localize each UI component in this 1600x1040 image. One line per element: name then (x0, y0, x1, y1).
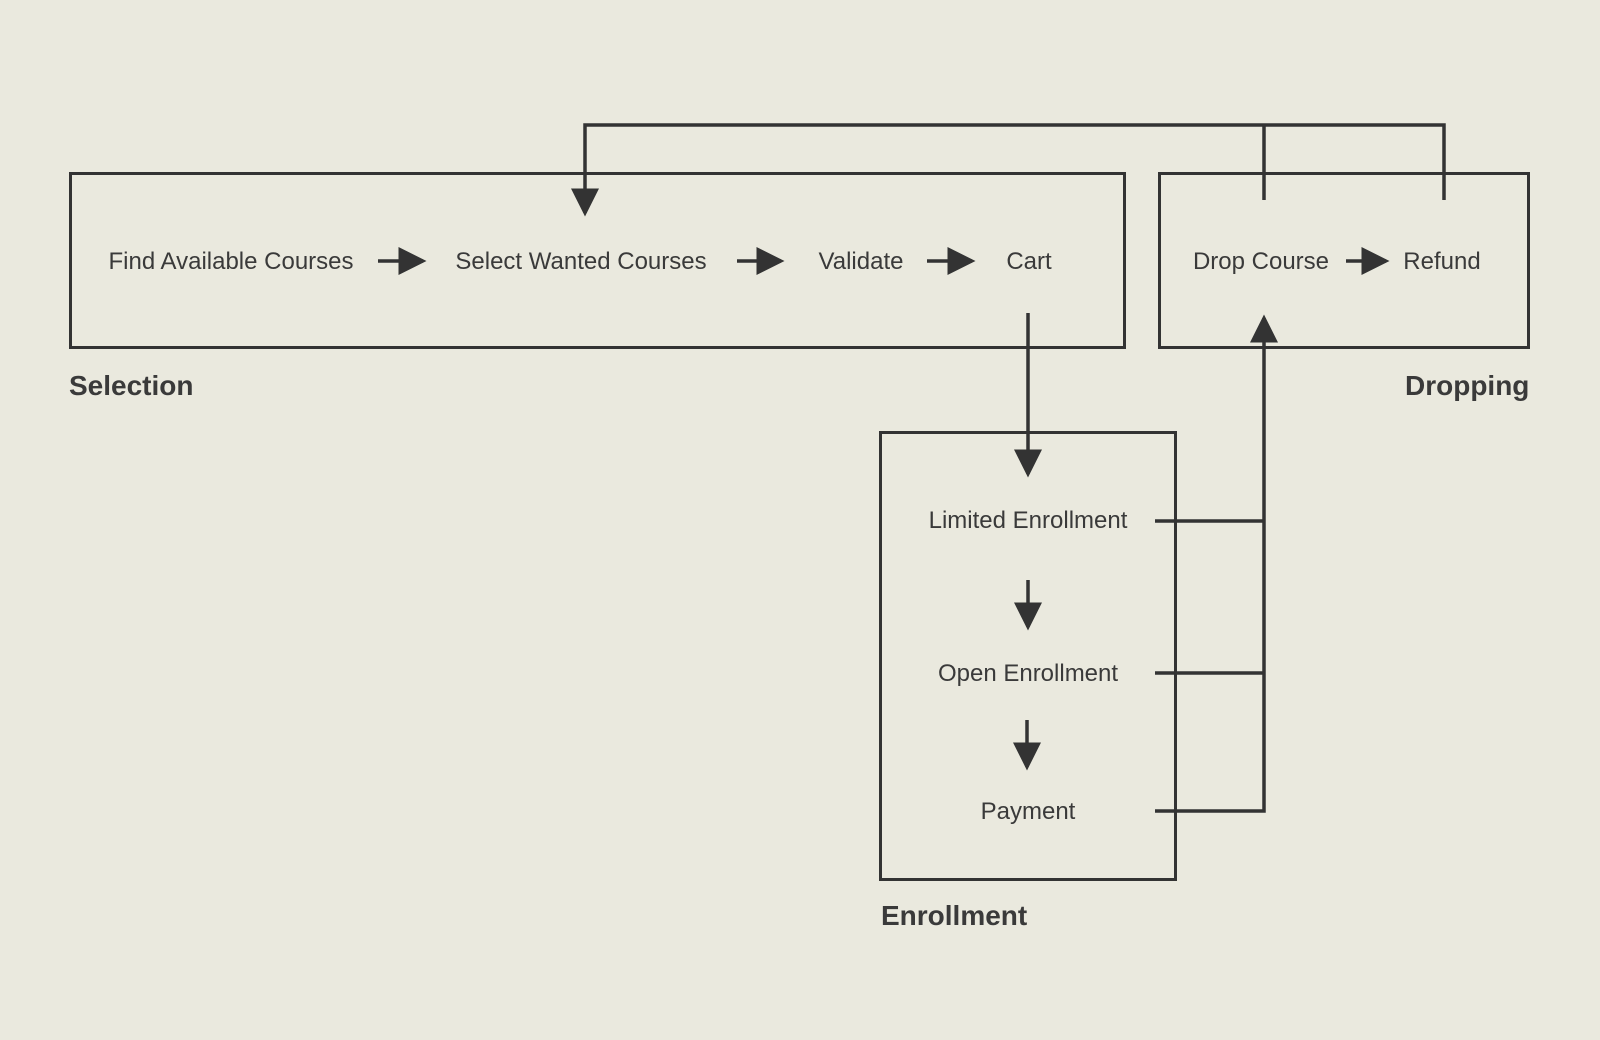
step-cart: Cart (1006, 248, 1052, 275)
step-open-enrollment: Open Enrollment (937, 660, 1119, 687)
step-find-available-courses: Find Available Courses (108, 248, 354, 275)
enrollment-box (879, 431, 1177, 881)
dropping-label: Dropping (1405, 370, 1530, 401)
selection-box (69, 172, 1126, 349)
step-select-wanted-courses: Select Wanted Courses (455, 248, 707, 275)
step-refund: Refund (1403, 248, 1481, 275)
enrollment-label: Enrollment (881, 900, 1028, 931)
step-limited-enrollment: Limited Enrollment (928, 507, 1128, 534)
dropping-box (1158, 172, 1530, 349)
selection-label: Selection (69, 370, 194, 401)
step-drop-course: Drop Course (1192, 248, 1330, 275)
connector-refund-loop-to-select (571, 123, 1446, 217)
step-payment: Payment (980, 798, 1076, 825)
connector-payment-to-drop (1155, 314, 1278, 813)
step-validate: Validate (818, 248, 904, 275)
